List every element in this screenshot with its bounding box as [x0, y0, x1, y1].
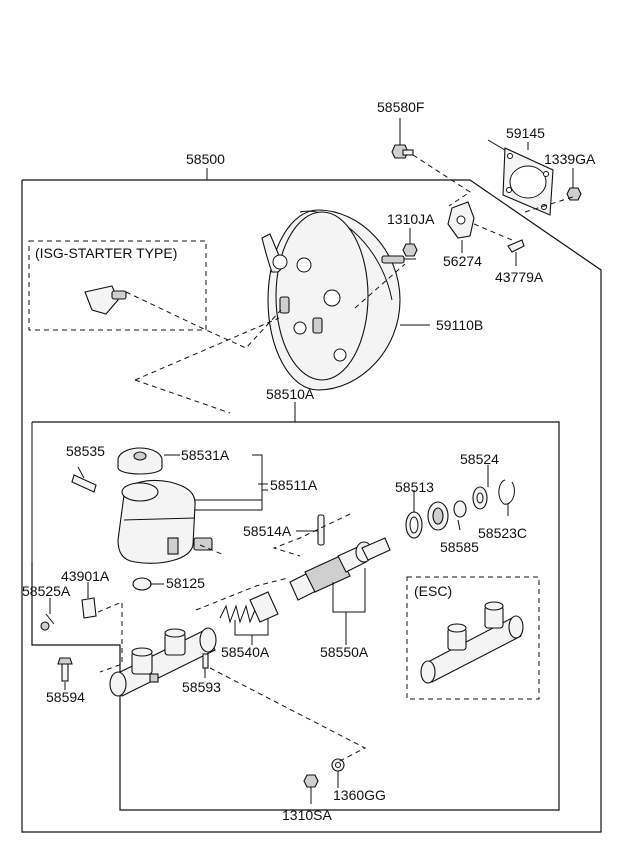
callout-56274: 56274 — [443, 253, 482, 269]
callout-1310JA: 1310JA — [387, 211, 435, 227]
assembly-frame — [21, 179, 602, 833]
callout-58523C: 58523C — [478, 525, 527, 541]
callout-58513: 58513 — [395, 479, 434, 495]
clevis-56274 — [447, 201, 475, 253]
callout-43901A: 43901A — [61, 568, 110, 584]
gasket-59145 — [502, 142, 554, 216]
master-cylinder-frame — [31, 421, 560, 811]
nut-1310SA — [303, 774, 319, 788]
level-sensor — [71, 466, 97, 493]
spring-58540A — [219, 591, 279, 624]
grommet-58125 — [132, 577, 152, 591]
pin-43779A — [507, 239, 525, 253]
callout-58540A: 58540A — [221, 644, 270, 660]
callout-1310SA: 1310SA — [282, 807, 332, 823]
callout-1360GG: 1360GG — [333, 787, 386, 803]
assembly-lines — [97, 154, 577, 763]
callout-58511A: 58511A — [270, 477, 318, 493]
callout-58593: 58593 — [182, 679, 221, 695]
callout-58594: 58594 — [46, 689, 85, 705]
callout-58524: 58524 — [460, 451, 499, 467]
callout-58125: 58125 — [166, 575, 205, 591]
callout-58535: 58535 — [66, 443, 105, 459]
callout-58525A: 58525A — [22, 583, 71, 599]
brake-booster — [261, 209, 416, 391]
callout-58514A: 58514A — [243, 523, 292, 539]
esc-master-cylinder — [420, 601, 524, 684]
callout-58510A: 58510A — [266, 386, 315, 402]
isg-starter-group-label: (ISG-STARTER TYPE) — [35, 245, 177, 261]
callout-1339GA: 1339GA — [544, 151, 596, 167]
esc-group — [406, 576, 540, 700]
isg-switch — [84, 285, 127, 315]
bolt-58580F — [391, 118, 414, 159]
bracket-43901A — [81, 597, 97, 619]
isg-starter-group — [28, 240, 207, 331]
nut-1310JA — [402, 243, 418, 257]
leader-lines — [49, 139, 509, 804]
callout-43779A: 43779A — [495, 269, 544, 285]
pin-58514A — [317, 514, 325, 546]
piston-58550A — [289, 537, 391, 601]
callout-59145: 59145 — [506, 125, 545, 141]
callout-58531A: 58531A — [181, 447, 230, 463]
callout-58500: 58500 — [186, 151, 225, 167]
bolt-58594 — [57, 657, 73, 682]
callout-58550A: 58550A — [320, 644, 369, 660]
callout-59110B: 59110B — [436, 317, 483, 333]
master-cylinder — [109, 627, 217, 697]
bolt-58525A — [40, 613, 55, 631]
esc-group-label: (ESC) — [414, 583, 452, 599]
snap-ring-58523C — [498, 479, 515, 505]
reservoir — [117, 479, 213, 564]
callout-58580F: 58580F — [377, 99, 424, 115]
callout-58585: 58585 — [440, 539, 479, 555]
cup-58585 — [427, 500, 467, 531]
nut-1339GA — [566, 187, 582, 201]
reservoir-cap — [117, 447, 163, 475]
bolt-58593 — [202, 653, 209, 669]
